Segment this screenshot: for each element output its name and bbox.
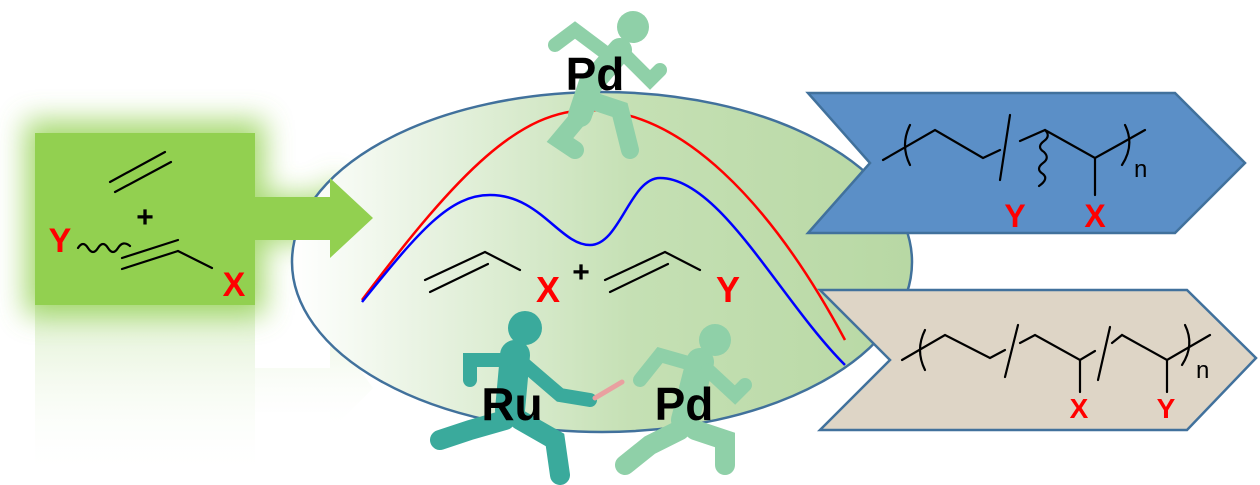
- random-copolymer-chevron: Y X n: [805, 91, 1247, 235]
- random-subscript-n: n: [1134, 156, 1147, 183]
- block-copolymer-chevron: X Y n: [816, 288, 1258, 432]
- ru-label: Ru: [481, 378, 542, 430]
- ethylene-structure: [108, 150, 173, 194]
- center-label-x: X: [536, 269, 560, 310]
- polar-vinyl-monomer: [76, 238, 214, 271]
- ru-catalyst-figure: [430, 311, 597, 485]
- monomer-plus: +: [136, 201, 154, 234]
- feed-arrow: [254, 178, 373, 258]
- reaction-ellipse: [290, 90, 914, 434]
- block-label-x: X: [1070, 393, 1089, 424]
- monomer-box: + Y X: [35, 133, 373, 305]
- pd-catalyst-figure-top: [546, 11, 667, 159]
- block-label-y: Y: [1157, 393, 1176, 424]
- dual-catalyst-energy-curve: [361, 176, 846, 366]
- random-label-x: X: [1084, 198, 1106, 234]
- random-label-y: Y: [1004, 198, 1025, 234]
- center-plus: +: [572, 256, 590, 289]
- monomer-label-x: X: [223, 266, 246, 304]
- pd-label-bottom: Pd: [655, 378, 714, 430]
- pd-catalyst-figure-bottom: [615, 324, 752, 475]
- center-monomers: X + Y: [423, 250, 740, 310]
- pd-label-top: Pd: [566, 48, 625, 100]
- reflection: [35, 303, 373, 478]
- center-label-y: Y: [716, 269, 740, 310]
- block-subscript-n: n: [1196, 357, 1209, 384]
- monomer-label-y: Y: [49, 222, 72, 260]
- baton-handoff: [592, 379, 625, 401]
